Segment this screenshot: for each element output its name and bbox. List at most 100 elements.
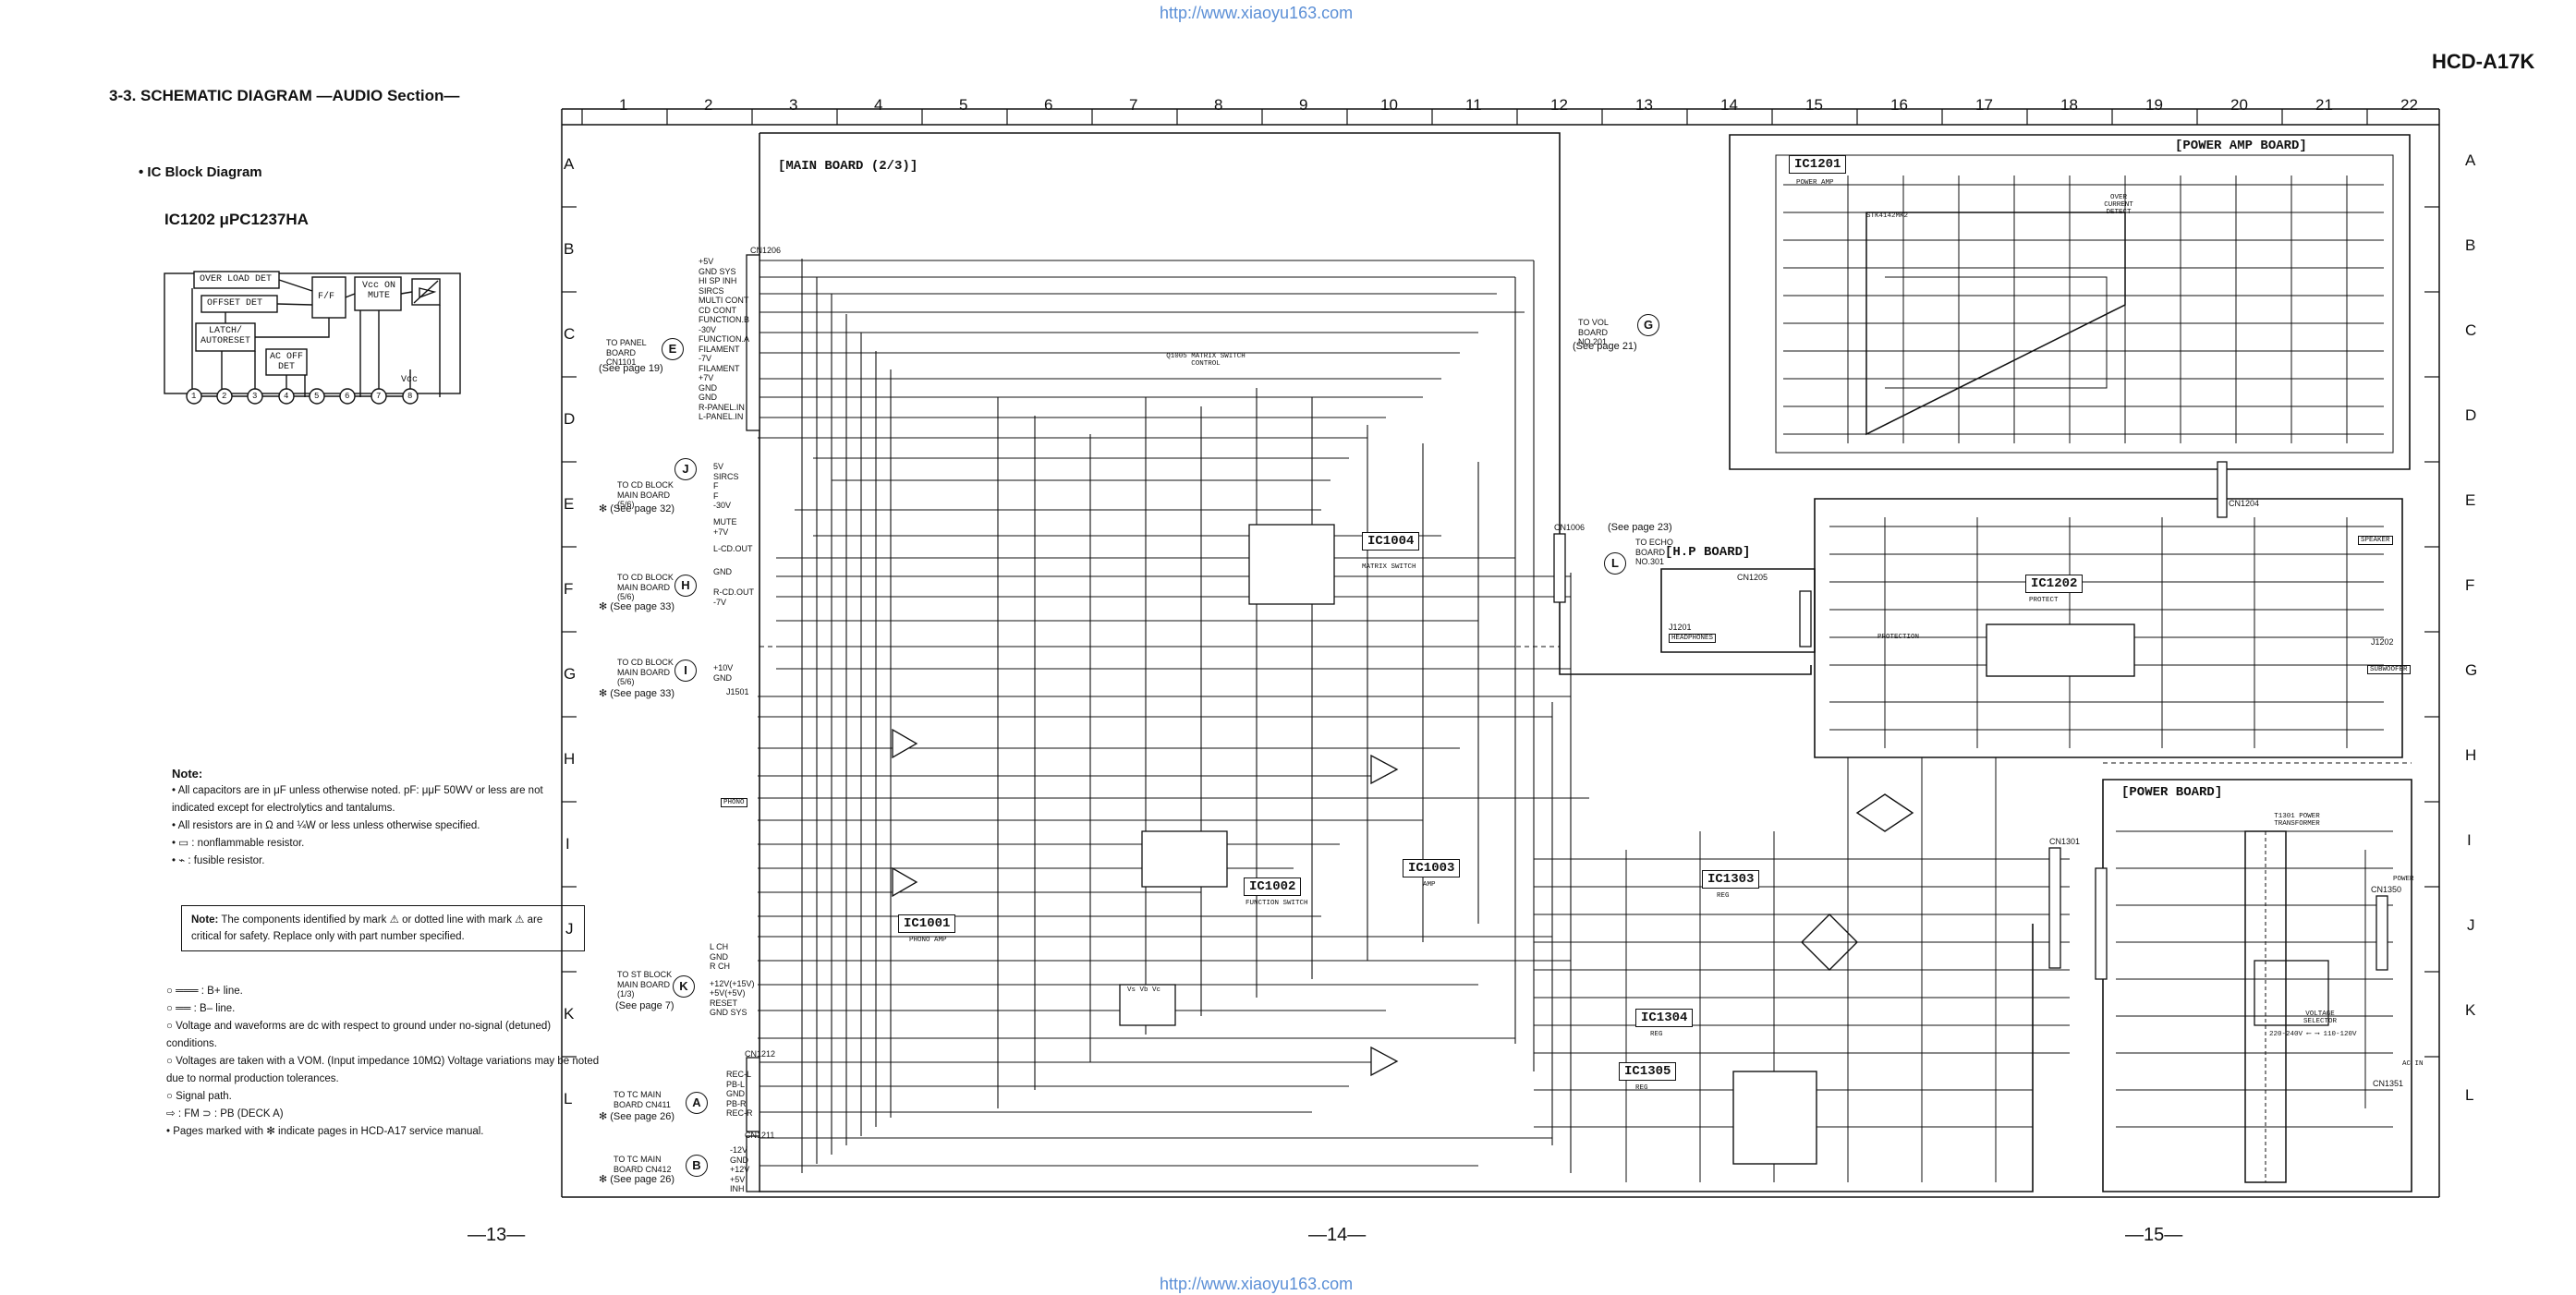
notes-section: Note: • All capacitors are in μF unless … [172, 765, 578, 870]
cn1006-label: CN1006 [1554, 523, 1586, 532]
grid-col-9: 9 [1299, 96, 1308, 114]
grid-row-k-right: K [2465, 1001, 2476, 1019]
board-outlines [759, 132, 2412, 1192]
ic-block-heading: • IC Block Diagram [139, 164, 262, 180]
grid-col-8: 8 [1214, 96, 1223, 114]
ic1201-sublabel: POWER AMP [1796, 179, 1834, 187]
ic-block-diagram [164, 271, 461, 405]
hp-board-outline [1660, 568, 1816, 653]
grid-col-10: 10 [1380, 96, 1398, 114]
grid-row-l-left: L [564, 1090, 573, 1107]
q1005-label: Q1005 MATRIX SWITCH CONTROL [1166, 353, 1245, 368]
grid-row-b-left: B [564, 240, 575, 258]
grid-col-20: 20 [2230, 96, 2248, 114]
ic1004-sublabel: MATRIX SWITCH [1362, 563, 1416, 571]
ic1002-sublabel: FUNCTION SWITCH [1245, 900, 1308, 907]
legend-item: ○ ══ : B– line. [166, 1003, 236, 1014]
connector-b: B [686, 1155, 708, 1177]
voltage-selector-label: VOLTAGE SELECTOR [2303, 1011, 2337, 1025]
grid-col-11: 11 [1465, 96, 1482, 114]
grid-col-13: 13 [1635, 96, 1653, 114]
power-amp-board-label: [POWER AMP BOARD] [2175, 139, 2307, 153]
protect-wiring [1829, 517, 2384, 748]
pin-1: 1 [191, 392, 197, 401]
connector-b-see: ✻ (See page 26) [599, 1174, 674, 1185]
legend-section: ○ ═══ : B+ line. ○ ══ : B– line. ○ Volta… [166, 983, 601, 1141]
power-board-outline [2102, 779, 2412, 1192]
ic1001-label: IC1001 [898, 914, 956, 933]
block-label-overload: OVER LOAD DET [200, 274, 273, 284]
ic1303-label: IC1303 [1702, 870, 1760, 889]
ic1201-label: IC1201 [1789, 155, 1847, 174]
grid-row-b-right: B [2465, 236, 2476, 254]
grid-col-16: 16 [1890, 96, 1908, 114]
connector-j-to: TO CD BLOCK MAIN BOARD (5/6) [617, 480, 674, 509]
connector-g: G [1637, 314, 1659, 336]
grid-row-c-right: C [2465, 321, 2477, 339]
overcurrent-label: OVER CURRENT DETECT [2104, 194, 2133, 216]
block-latch [195, 322, 256, 352]
grid-col-19: 19 [2145, 96, 2163, 114]
grid-row-j-left: J [565, 920, 574, 938]
cn1204-label: CN1204 [2229, 499, 2260, 508]
safety-note-label: Note: [191, 914, 219, 926]
grid-row-h-right: H [2465, 746, 2477, 764]
grid-row-d-left: D [564, 410, 576, 428]
stk-label: STK4142MK2 [1866, 212, 1909, 220]
grid-row-a-left: A [564, 155, 575, 173]
grid-col-18: 18 [2060, 96, 2078, 114]
ic1304-sublabel: REG [1650, 1031, 1663, 1038]
grid-row-l-right: L [2465, 1086, 2474, 1104]
connector-a: A [686, 1092, 708, 1114]
grid-col-2: 2 [704, 96, 713, 114]
ic1202-label: IC1202 [2025, 575, 2084, 593]
cn1212-label: CN1212 [745, 1049, 776, 1059]
subwoofer-label: SUBWOOFER [2367, 665, 2411, 674]
grid-row-d-right: D [2465, 406, 2477, 424]
pin-5: 5 [314, 392, 320, 401]
safety-note-box: Note: The components identified by mark … [181, 905, 585, 951]
power-board-wiring [2116, 830, 2393, 1183]
grid-col-12: 12 [1550, 96, 1568, 114]
connector-i-see: ✻ (See page 33) [599, 688, 674, 699]
note-item: • ⌁ : fusible resistor. [172, 855, 265, 866]
connector-j-see: ✻ (See page 32) [599, 503, 674, 514]
bottom-url: http://www.xiaoyu163.com [1160, 1275, 1354, 1293]
opamps [892, 728, 1399, 1077]
ic1003-sublabel: AMP [1423, 881, 1436, 889]
connector-i: I [674, 660, 697, 682]
block-label-latch: LATCH/ AUTORESET [200, 326, 250, 346]
regulator-wiring [1534, 757, 2070, 1182]
cn1350-label: CN1350 [2371, 885, 2402, 894]
cn1211-label: CN1211 [745, 1131, 775, 1140]
power-board-label: [POWER BOARD] [2121, 785, 2223, 800]
grid-row-a-right: A [2465, 151, 2476, 169]
power-amp-board-outline [1729, 134, 2411, 470]
connector-j: J [674, 458, 697, 480]
block-label-mute: Vcc ON MUTE [361, 281, 395, 301]
page-number-13: —13— [468, 1225, 526, 1245]
pin-8: 8 [407, 392, 413, 401]
grid-row-k-left: K [564, 1005, 575, 1023]
legend-item: ○ Signal path. [166, 1091, 232, 1102]
ic1001-sublabel: PHONO AMP [909, 937, 947, 944]
power-amp-wiring [1783, 175, 2384, 443]
grid-col-1: 1 [619, 96, 628, 114]
connector-k-to: TO ST BLOCK MAIN BOARD (1/3) [617, 970, 673, 998]
grid-col-5: 5 [959, 96, 968, 114]
grid-frame [561, 108, 2440, 1198]
pin-6: 6 [345, 392, 350, 401]
ic-block-name: IC1202 μPC1237HA [164, 211, 309, 228]
grid-col-7: 7 [1129, 96, 1138, 114]
connector-strips [746, 254, 2388, 1192]
block-acoff [265, 348, 308, 376]
grid-row-j-right: J [2467, 916, 2475, 934]
connector-h-to: TO CD BLOCK MAIN BOARD (5/6) [617, 573, 674, 601]
connector-l-to: TO ECHO BOARD NO.301 [1635, 538, 1673, 566]
